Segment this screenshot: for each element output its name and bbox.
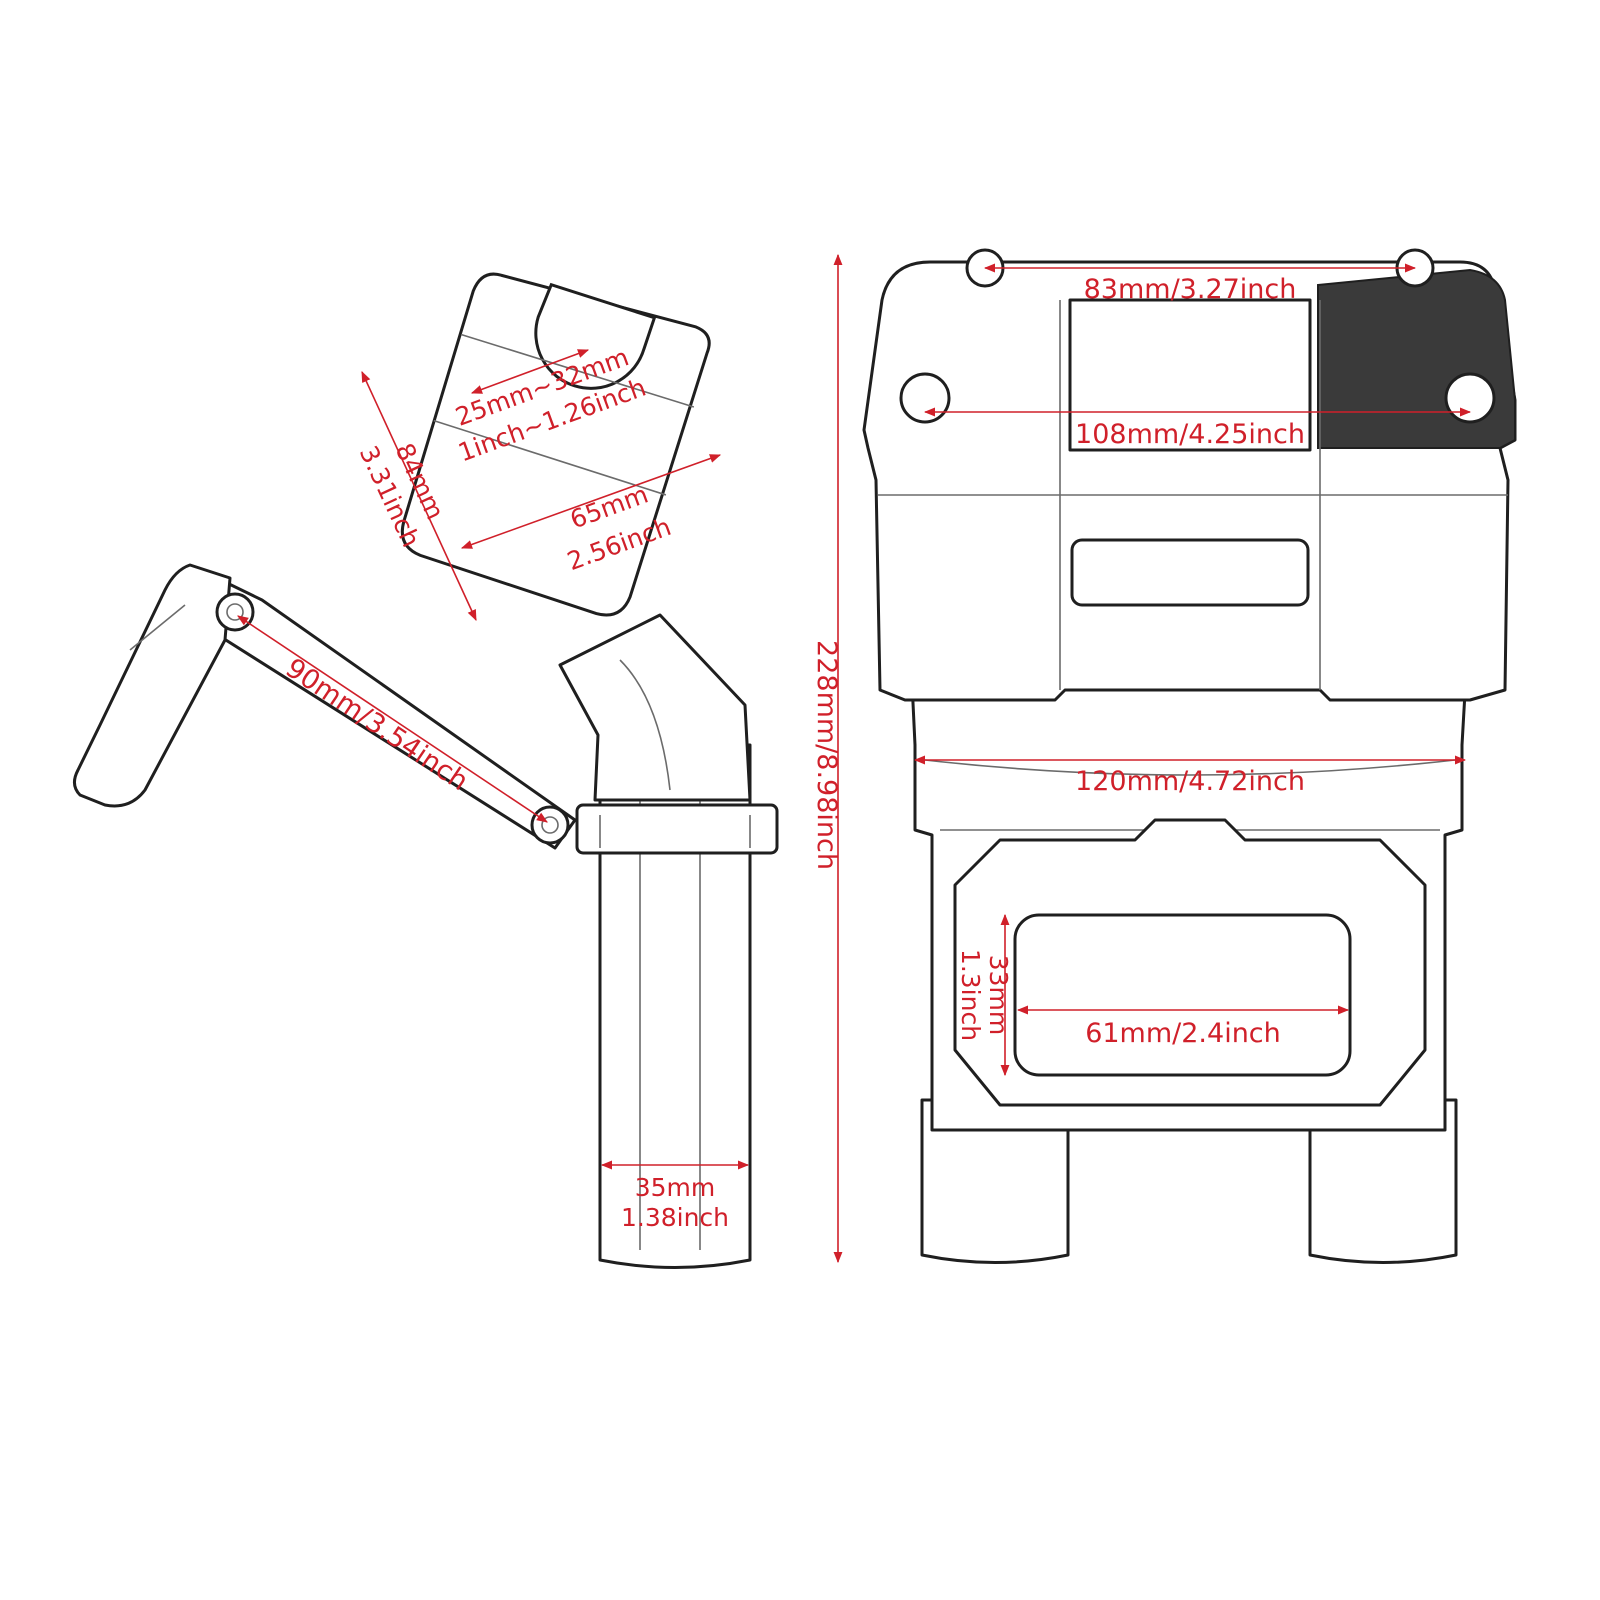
dim-tube-diameter-text-2: 1.38inch — [621, 1203, 729, 1232]
dim-arm-length-line — [237, 615, 548, 823]
tube-collar — [575, 803, 779, 855]
front-view-riser — [862, 248, 1517, 1264]
crossbar-window — [1013, 913, 1352, 1077]
handlebar-clamp-block — [400, 272, 711, 617]
dim-overall-height-text: 228mm/8.98inch — [811, 640, 842, 870]
dim-base-width-text: 120mm/4.72inch — [1075, 766, 1305, 797]
dim-clamp-height-line — [361, 370, 477, 622]
arm-mount-bolt — [530, 805, 570, 845]
dim-window-height-text-1: 33mm — [984, 955, 1013, 1036]
riser-bend — [558, 613, 752, 802]
center-slot — [1070, 538, 1310, 607]
front-view-dimensions: 83mm/3.27inch 108mm/4.25inch 120mm/4.72i… — [913, 263, 1472, 1077]
right-tube — [1308, 1098, 1458, 1264]
right-clamp-bolt — [1444, 372, 1496, 424]
left-clamp-bolt — [899, 372, 951, 424]
top-clamp-dark-face — [1317, 268, 1516, 449]
arm-bracket — [73, 563, 232, 808]
clamp-center-channel — [1068, 298, 1312, 452]
dim-arm-length-text: 90mm/3.54inch — [280, 653, 474, 798]
left-tube — [920, 1098, 1070, 1264]
riser-tube — [598, 743, 752, 1269]
arm-pivot-bolt — [215, 592, 255, 632]
dim-window-height-text-2: 1.3inch — [956, 949, 985, 1041]
overall-height-dimension: 228mm/8.98inch — [811, 253, 843, 1264]
dim-clamp-bore-line — [470, 349, 590, 394]
dim-clamp-width-line — [460, 454, 722, 549]
dim-bolt-spacing-text: 108mm/4.25inch — [1075, 419, 1305, 450]
dim-tube-diameter-text-1: 35mm — [635, 1173, 716, 1202]
dim-top-width-text: 83mm/3.27inch — [1084, 274, 1297, 305]
dim-window-width-text: 61mm/2.4inch — [1085, 1018, 1281, 1049]
